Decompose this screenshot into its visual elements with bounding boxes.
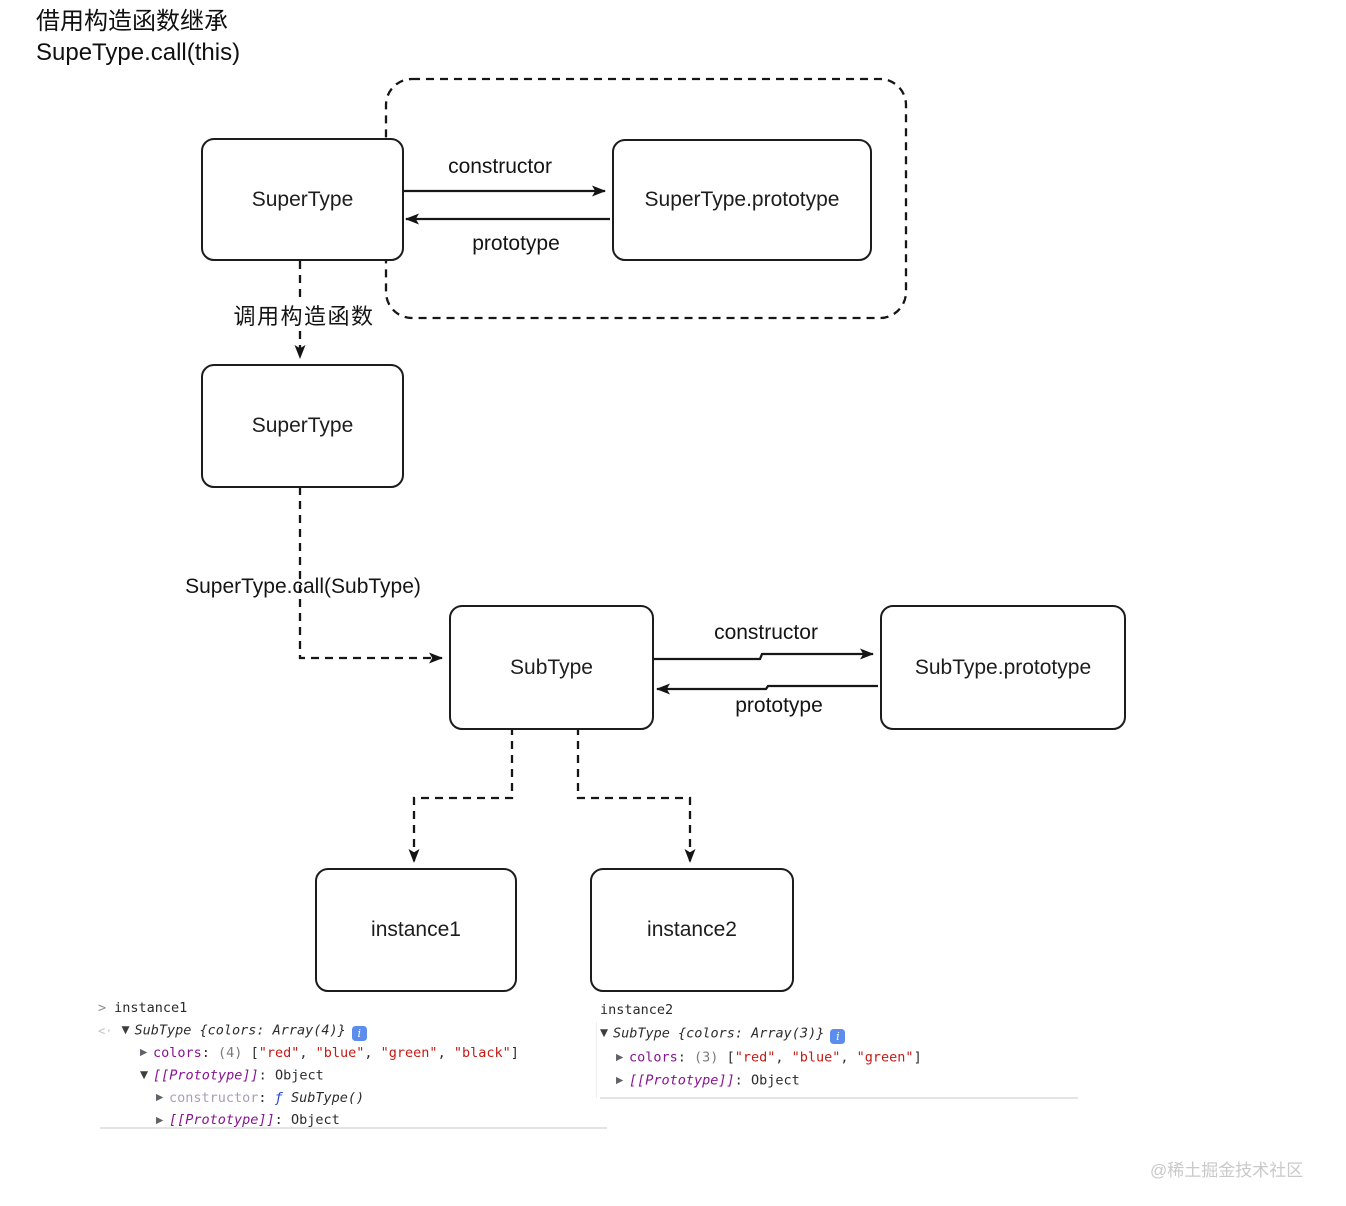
console-result-row: <· ▼ SubType {colors: Array(4)} i [98, 1019, 519, 1042]
node-supertype-top: SuperType [201, 138, 404, 261]
comma: , [437, 1044, 454, 1061]
property-row-colors: ▶ colors: (4) ["red", "blue", "green", "b… [98, 1042, 519, 1065]
console-input-expression: instance1 [114, 1000, 188, 1016]
collapse-caret-icon[interactable]: ▼ [600, 1027, 609, 1039]
array-item: "blue" [315, 1044, 365, 1061]
property-row-prototype: ▶ [[Prototype]]: Object [600, 1069, 922, 1093]
property-value: SubType() [290, 1089, 365, 1106]
watermark: @稀土掘金技术社区 [1150, 1161, 1304, 1180]
comma: , [299, 1044, 316, 1061]
node-supertype-mid: SuperType [201, 364, 404, 488]
comma: , [840, 1049, 857, 1065]
array-length: (3) [694, 1049, 727, 1065]
console-output-instance1: > instance1 <· ▼ SubType {colors: Array(4)}… [98, 997, 519, 1132]
title-line1: 借用构造函数继承 [36, 8, 228, 35]
property-key: constructor [169, 1089, 259, 1106]
info-icon[interactable]: i [351, 1025, 367, 1041]
colon: : [258, 1067, 275, 1084]
function-glyph: ƒ [274, 1089, 291, 1106]
console-left-separator [100, 1127, 607, 1129]
console-input-row: instance2 [600, 999, 922, 1022]
returned-value-icon: <· [98, 1023, 113, 1038]
comma: , [364, 1044, 381, 1061]
property-key: [[Prototype]] [153, 1067, 259, 1084]
expand-caret-icon[interactable]: ▶ [616, 1051, 624, 1063]
node-subtype-prototype: SubType.prototype [880, 605, 1126, 730]
array-item: "green" [380, 1044, 438, 1061]
node-label: SuperType [251, 187, 354, 211]
arrow-supertype-call [298, 487, 443, 664]
info-icon[interactable]: i [830, 1028, 846, 1044]
array-item: "black" [453, 1044, 511, 1061]
property-key: colors [629, 1049, 678, 1065]
collapse-caret-icon[interactable]: ▼ [121, 1024, 130, 1036]
node-label: SuperType [251, 414, 354, 437]
object-preview: SubType {colors: Array(3)} [613, 1025, 825, 1042]
comma: , [775, 1049, 792, 1065]
console-output-instance2: instance2 ▼ SubType {colors: Array(3)} i ▶… [600, 999, 922, 1093]
title-line2: SupeType.call(this) [36, 39, 241, 66]
array-length: (4) [218, 1044, 251, 1061]
expand-caret-icon[interactable]: ▶ [616, 1075, 624, 1086]
array-item: "blue" [791, 1049, 841, 1065]
node-label: instance1 [371, 918, 461, 941]
property-key: [[Prototype]] [169, 1112, 275, 1128]
edge-label-prototype-top: prototype [472, 232, 560, 255]
console-result-row: ▼ SubType {colors: Array(3)} i [600, 1022, 922, 1046]
colon: : [258, 1089, 275, 1106]
console-divider [596, 1022, 597, 1098]
arrow-to-instance1 [408, 727, 514, 863]
arrow-prototype-sub [656, 683, 878, 695]
edge-label-constructor-top: constructor [448, 155, 552, 178]
property-row-inner-prototype: ▶ [[Prototype]]: Object [98, 1109, 519, 1132]
prototype-scope-dashed-box [384, 77, 908, 320]
page-title: 借用构造函数继承 SupeType.call(this) [36, 6, 240, 68]
edge-label-constructor-sub: constructor [714, 621, 818, 644]
node-instance2: instance2 [590, 868, 794, 992]
node-label: SuperType.prototype [644, 188, 840, 211]
edge-label-call-constructor: 调用构造函数 [230, 299, 378, 331]
bracket: [ [250, 1044, 259, 1061]
node-label: SubType [510, 655, 593, 679]
edge-label-prototype-sub: prototype [735, 694, 823, 717]
array-item: "red" [258, 1044, 300, 1061]
node-instance1: instance1 [315, 868, 517, 992]
node-subtype: SubType [449, 605, 654, 730]
bracket: ] [913, 1049, 922, 1065]
console-input-row: > instance1 [98, 997, 519, 1019]
expand-caret-icon[interactable]: ▶ [156, 1114, 164, 1126]
property-value: Object [290, 1112, 340, 1128]
array-item: "red" [734, 1049, 776, 1065]
property-key: colors [153, 1044, 202, 1061]
bracket: ] [510, 1044, 519, 1061]
console-right-separator [600, 1097, 1078, 1099]
arrow-to-instance2 [576, 727, 696, 863]
expand-caret-icon[interactable]: ▶ [140, 1047, 148, 1058]
property-value: Object [274, 1067, 324, 1084]
colon: : [677, 1049, 695, 1065]
node-label: SubType.prototype [914, 655, 1092, 679]
object-preview: SubType {colors: Array(4)} [134, 1022, 346, 1039]
property-row-constructor: ▶ constructor: ƒ SubType() [98, 1087, 519, 1110]
expand-caret-icon[interactable]: ▶ [156, 1092, 164, 1103]
colon: : [274, 1112, 291, 1128]
property-value: Object [750, 1072, 800, 1089]
bracket: [ [726, 1049, 735, 1065]
edge-label-supertype-call: SuperType.call(SubType) [185, 575, 421, 598]
colon: : [734, 1072, 751, 1089]
node-label: instance2 [647, 918, 737, 941]
colon: : [201, 1044, 219, 1061]
property-row-colors: ▶ colors: (3) ["red", "blue", "green"] [600, 1046, 922, 1070]
property-key: [[Prototype]] [629, 1072, 735, 1089]
property-row-prototype: ▼ [[Prototype]]: Object [98, 1064, 519, 1087]
arrow-constructor-sub [651, 648, 874, 661]
node-supertype-prototype: SuperType.prototype [612, 139, 872, 261]
array-item: "green" [856, 1049, 914, 1065]
prompt-chevron-icon: > [98, 1000, 107, 1016]
console-input-expression: instance2 [600, 1002, 674, 1018]
collapse-caret-icon[interactable]: ▼ [140, 1069, 149, 1081]
